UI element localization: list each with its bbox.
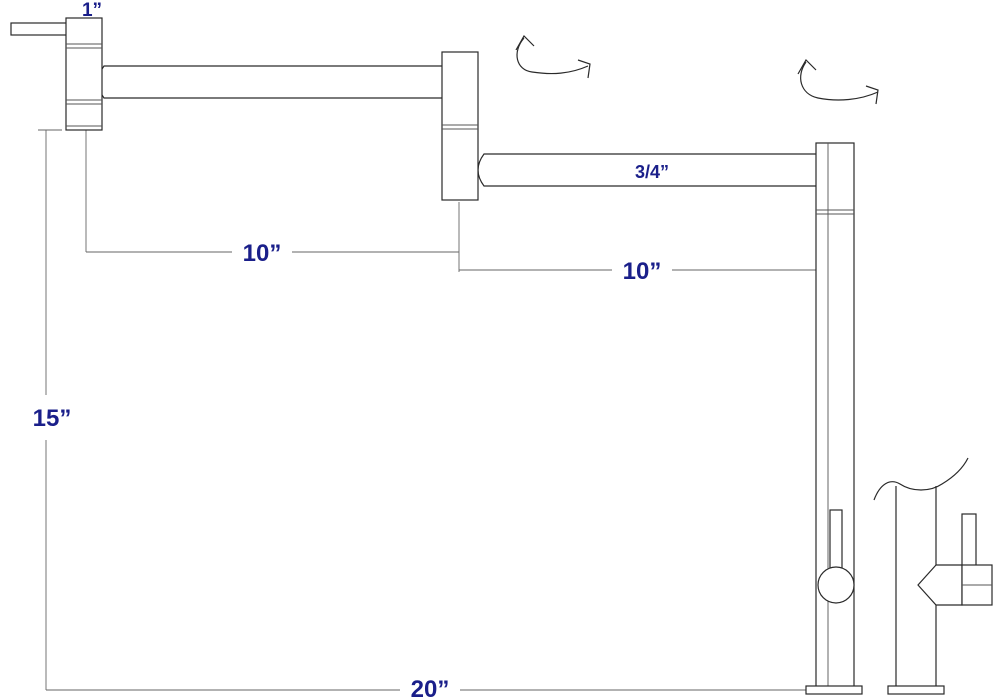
total-reach-label: 20”: [411, 676, 450, 700]
dimension-lines: [38, 129, 835, 691]
spout-joint: [10, 17, 103, 131]
upper-arm-pipe: [97, 65, 455, 99]
middle-swivel-joint: [441, 51, 479, 201]
rotation-arrow-icon: [797, 59, 879, 105]
pipe-diameter-label: 3/4”: [635, 162, 669, 182]
side-view-detail: [873, 457, 993, 695]
height-label: 15”: [33, 405, 72, 432]
inlet-diameter-label: 1”: [82, 0, 102, 21]
arm-length-1-label: 10”: [243, 240, 282, 267]
rotation-arrow-icon: [515, 35, 591, 79]
arm-length-2-label: 10”: [623, 258, 662, 285]
vertical-riser: [805, 142, 863, 695]
